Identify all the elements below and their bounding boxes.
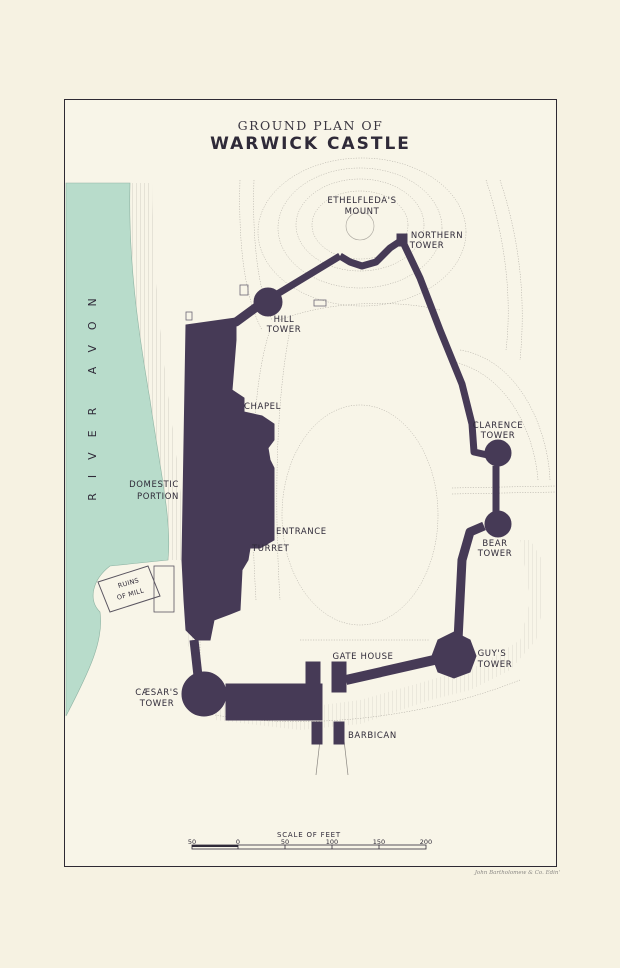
mount-top bbox=[345, 211, 375, 241]
scale-bar: SCALE OF FEET 50 0 50 100 150 200 bbox=[188, 831, 432, 850]
barbican bbox=[311, 721, 323, 745]
small-turrets bbox=[185, 284, 327, 321]
scale-tick-1: 0 bbox=[236, 838, 240, 846]
domestic-portion bbox=[181, 317, 275, 641]
scale-tick-3: 100 bbox=[326, 838, 338, 846]
scale-tick-5: 200 bbox=[420, 838, 432, 846]
ruins-of-mill bbox=[97, 565, 175, 613]
river-avon-label: RIVER AVON bbox=[86, 283, 99, 501]
hill-tower-label-1: HILL bbox=[274, 315, 295, 325]
map-subtitle: GROUND PLAN OF bbox=[237, 118, 384, 133]
domestic-portion-label-2: PORTION bbox=[137, 492, 179, 502]
gate-house-label: GATE HOUSE bbox=[332, 652, 393, 662]
northern-tower-label-1: NORTHERN bbox=[411, 231, 463, 241]
ethelfleda-label-1: ETHELFLEDA'S bbox=[327, 196, 396, 206]
clarence-tower bbox=[484, 439, 512, 467]
approach-road bbox=[315, 739, 349, 776]
guys-tower bbox=[431, 631, 477, 679]
castle-walls bbox=[181, 233, 512, 745]
domestic-portion-label-1: DOMESTIC bbox=[129, 480, 179, 490]
bear-tower-label-2: TOWER bbox=[477, 549, 513, 559]
bear-tower-label-1: BEAR bbox=[482, 539, 507, 549]
scale-tick-2: 50 bbox=[281, 838, 289, 846]
guys-tower-label-2: TOWER bbox=[477, 660, 513, 670]
southern-bank-hatch bbox=[182, 540, 544, 730]
barbican-label: BARBICAN bbox=[348, 731, 397, 741]
scale-title: SCALE OF FEET bbox=[277, 831, 341, 839]
river-bank-hatch bbox=[131, 183, 184, 560]
hill-tower-label-2: TOWER bbox=[266, 325, 302, 335]
clarence-tower-label-1: CLARENCE bbox=[473, 421, 523, 431]
entrance-label: ENTRANCE bbox=[276, 527, 327, 537]
turret-label: TURRET bbox=[251, 544, 290, 554]
caesars-tower-label-2: TOWER bbox=[139, 699, 175, 709]
clarence-tower-label-2: TOWER bbox=[480, 431, 516, 441]
ethelfleda-label-2: MOUNT bbox=[345, 207, 380, 217]
caesars-tower bbox=[181, 671, 227, 717]
northern-tower-label-2: TOWER bbox=[409, 241, 445, 251]
scale-tick-4: 150 bbox=[373, 838, 385, 846]
bear-tower bbox=[484, 510, 512, 538]
chapel-label: CHAPEL bbox=[244, 402, 281, 412]
caesars-tower-label-1: CÆSAR'S bbox=[135, 688, 178, 698]
guys-tower-label-1: GUY'S bbox=[478, 649, 507, 659]
engraver-credit: John Bartholomew & Co. Edin' bbox=[474, 870, 560, 876]
scale-tick-0: 50 bbox=[188, 838, 196, 846]
contour-lines bbox=[199, 157, 557, 722]
map-title: WARWICK CASTLE bbox=[210, 134, 411, 154]
